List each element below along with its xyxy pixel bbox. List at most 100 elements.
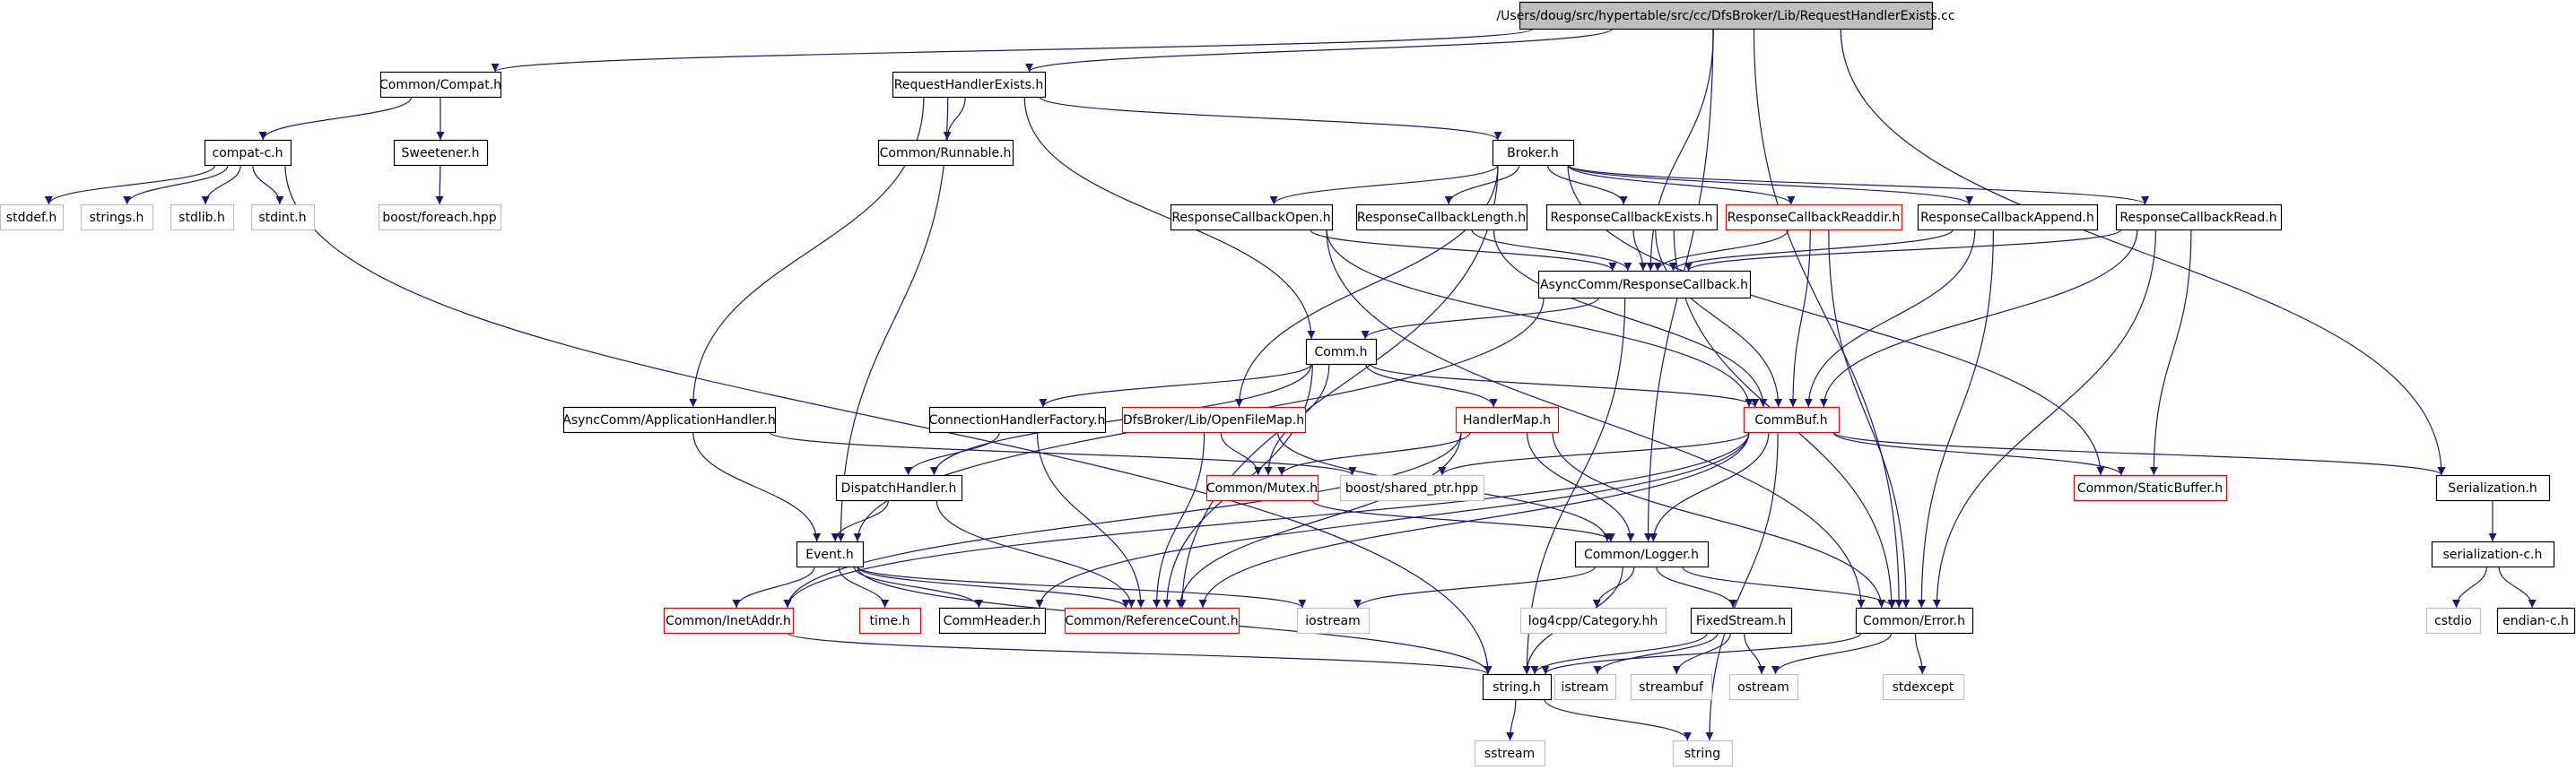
node-label-fixedstream: FixedStream.h	[1696, 614, 1786, 628]
node-box-openfilemap	[1121, 406, 1307, 434]
node-sweetener[interactable]: Sweetener.h	[393, 139, 489, 167]
edge-commbuf-to-commheader	[1035, 431, 1750, 609]
node-cstdio: cstdio	[2425, 607, 2482, 635]
node-box-stringh	[1482, 673, 1553, 701]
node-box-fixedstream	[1690, 607, 1793, 635]
edge-openfilemap-to-mutex	[1220, 431, 1263, 476]
node-box-comm	[1305, 338, 1378, 366]
edge-rcappend-to-commbuf	[1804, 229, 1976, 408]
node-box-istream	[1553, 673, 1617, 701]
node-runnable[interactable]: Common/Runnable.h	[877, 139, 1014, 167]
edge-handlermap-to-mutex	[1277, 431, 1471, 476]
node-refcount[interactable]: Common/ReferenceCount.h	[1064, 607, 1240, 635]
node-label-refcount: Common/ReferenceCount.h	[1065, 614, 1238, 628]
node-serialization[interactable]: Serialization.h	[2435, 474, 2551, 502]
edge-compat-to-compatc	[258, 96, 413, 141]
node-label-comm: Comm.h	[1315, 345, 1368, 359]
node-rcexists[interactable]: ResponseCallbackExists.h	[1545, 203, 1719, 231]
node-comm[interactable]: Comm.h	[1305, 338, 1378, 366]
node-stringh[interactable]: string.h	[1482, 673, 1553, 701]
node-box-runnable	[877, 139, 1014, 167]
node-label-commbuf: CommBuf.h	[1754, 413, 1827, 428]
node-rcread[interactable]: ResponseCallbackRead.h	[2115, 203, 2283, 231]
node-box-rcreaddir	[1725, 203, 1903, 231]
node-commbuf[interactable]: CommBuf.h	[1743, 406, 1841, 434]
node-box-connfactory	[928, 406, 1107, 434]
node-commheader[interactable]: CommHeader.h	[938, 607, 1047, 635]
edge-logger-to-fixedstream	[1656, 566, 1737, 609]
edge-commbuf-to-inetaddr	[783, 431, 1750, 609]
node-label-connfactory: ConnectionHandlerFactory.h	[929, 413, 1106, 428]
edge-broker-to-openfilemap	[1234, 164, 1499, 408]
node-label-rcopen: ResponseCallbackOpen.h	[1171, 211, 1330, 225]
node-rcopen[interactable]: ResponseCallbackOpen.h	[1170, 203, 1334, 231]
node-endianc[interactable]: endian-c.h	[2496, 607, 2576, 635]
node-label-stringh: string.h	[1493, 680, 1541, 695]
node-label-handlermap: HandlerMap.h	[1463, 413, 1551, 428]
node-dispatch[interactable]: DispatchHandler.h	[835, 474, 963, 502]
node-fixedstream[interactable]: FixedStream.h	[1690, 607, 1793, 635]
edge-broker-to-rcreaddir	[1567, 164, 1796, 205]
node-broker[interactable]: Broker.h	[1492, 139, 1575, 167]
edge-compatc-to-strings	[123, 164, 229, 205]
edge-logger-to-log4cpp	[1592, 566, 1635, 609]
node-label-sharedptr: boost/shared_ptr.hpp	[1345, 481, 1478, 496]
edge-commbuf-to-serialization	[1832, 431, 2446, 476]
node-label-streambuf: streambuf	[1639, 680, 1704, 695]
node-ostream: ostream	[1728, 673, 1799, 701]
node-box-asyncrc	[1537, 270, 1752, 299]
node-rcappend[interactable]: ResponseCallbackAppend.h	[1917, 203, 2099, 231]
edge-root-to-rhexists	[1025, 28, 1613, 73]
node-box-rcopen	[1170, 203, 1334, 231]
node-connfactory[interactable]: ConnectionHandlerFactory.h	[928, 406, 1107, 434]
edge-comm-to-commbuf	[1370, 363, 1760, 408]
edge-connfactory-to-refcount	[1036, 431, 1145, 609]
edge-error-to-stdexcept	[1914, 632, 1927, 675]
node-timeh[interactable]: time.h	[858, 607, 922, 635]
node-apphandler[interactable]: AsyncComm/ApplicationHandler.h	[562, 406, 777, 434]
node-label-compat: Common/Compat.h	[379, 78, 501, 92]
edge-inetaddr-to-stringh	[787, 632, 1493, 675]
node-box-ostream	[1728, 673, 1799, 701]
node-error[interactable]: Common/Error.h	[1855, 607, 1974, 635]
edge-fixedstream-to-ostream	[1744, 632, 1766, 675]
node-openfilemap[interactable]: DfsBroker/Lib/OpenFileMap.h	[1121, 406, 1307, 434]
edge-mutex-to-logger	[1311, 499, 1615, 542]
node-box-event	[796, 541, 865, 568]
node-box-rhexists	[892, 71, 1047, 99]
node-serializationc[interactable]: serialization-c.h	[2431, 541, 2555, 568]
edge-commbuf-to-string	[1705, 431, 1779, 741]
node-label-endianc: endian-c.h	[2502, 614, 2569, 628]
node-mutex[interactable]: Common/Mutex.h	[1206, 474, 1319, 502]
node-asyncrc[interactable]: AsyncComm/ResponseCallback.h	[1537, 270, 1752, 299]
edge-broker-to-rclength	[1444, 164, 1520, 205]
edge-dispatch-to-refcount	[936, 499, 1136, 609]
node-logger[interactable]: Common/Logger.h	[1574, 541, 1710, 568]
node-box-broker	[1492, 139, 1575, 167]
node-label-rclength: ResponseCallbackLength.h	[1357, 211, 1526, 225]
edge-broker-to-refcount	[1178, 164, 1499, 609]
node-label-iostream: iostream	[1305, 614, 1361, 628]
node-inetaddr[interactable]: Common/InetAddr.h	[663, 607, 795, 635]
node-handlermap[interactable]: HandlerMap.h	[1455, 406, 1560, 434]
node-staticbuf[interactable]: Common/StaticBuffer.h	[2073, 474, 2228, 502]
edge-broker-to-rcexists	[1546, 164, 1628, 205]
node-box-stdexcept	[1882, 673, 1965, 701]
node-rcreaddir[interactable]: ResponseCallbackReaddir.h	[1725, 203, 1903, 231]
node-box-rclength	[1355, 203, 1528, 231]
node-box-apphandler	[562, 406, 777, 434]
edge-comm-to-connfactory	[1039, 363, 1312, 408]
node-rhexists[interactable]: RequestHandlerExists.h	[892, 71, 1047, 99]
node-rclength[interactable]: ResponseCallbackLength.h	[1355, 203, 1528, 231]
node-event[interactable]: Event.h	[796, 541, 865, 568]
node-compat[interactable]: Common/Compat.h	[379, 71, 502, 99]
node-box-compat	[379, 71, 502, 99]
node-compatc[interactable]: compat-c.h	[204, 139, 292, 167]
edge-rcexists-to-commbuf	[1655, 229, 1783, 408]
edge-rcopen-to-error	[1326, 229, 1866, 609]
node-label-cstdio: cstdio	[2434, 614, 2472, 628]
node-label-runnable: Common/Runnable.h	[880, 146, 1012, 160]
node-box-error	[1855, 607, 1974, 635]
